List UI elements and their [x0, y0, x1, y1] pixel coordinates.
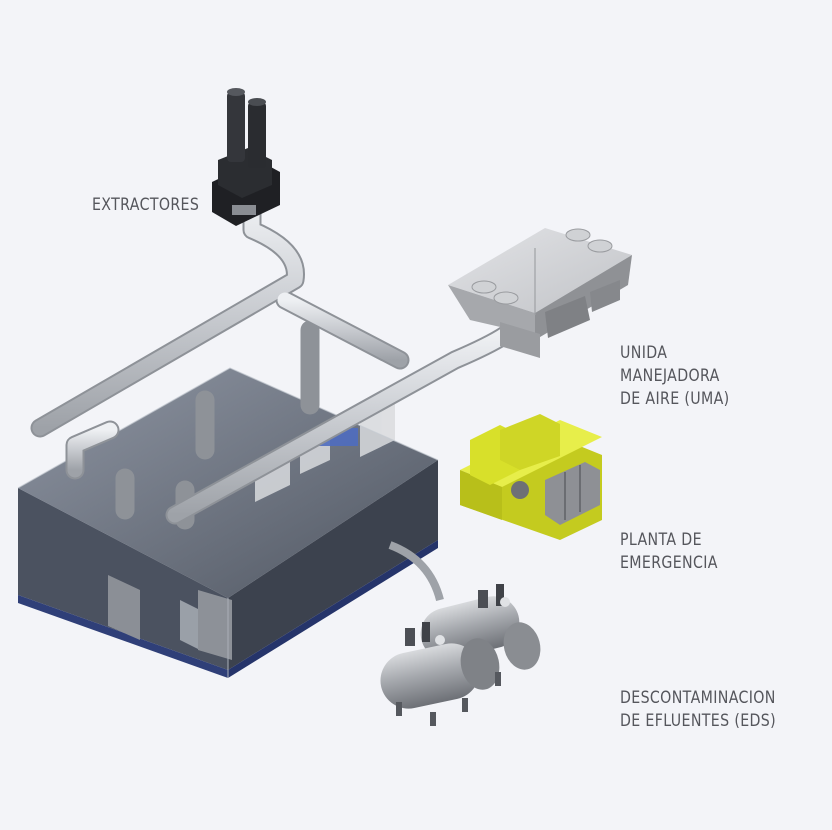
label-air-handler-line-1: UNIDA [620, 343, 668, 362]
label-generator: PLANTA DE EMERGENCIA [620, 528, 718, 574]
effluent-pipe [388, 541, 444, 602]
label-air-handler-line-3: DE AIRE (UMA) [620, 389, 730, 408]
label-extractors: EXTRACTORES [92, 193, 199, 216]
effluent-decontamination-system [380, 584, 541, 726]
label-effluent-line-1: DESCONTAMINACION [620, 688, 776, 707]
air-handler-unit [448, 228, 632, 358]
duct-network [30, 195, 515, 530]
extractors-unit [212, 88, 280, 226]
label-generator-line-2: EMERGENCIA [620, 553, 718, 572]
label-extractors-line-1: EXTRACTORES [92, 195, 200, 214]
label-air-handler: UNIDA MANEJADORA DE AIRE (UMA) [620, 341, 730, 410]
label-air-handler-line-2: MANEJADORA [620, 366, 720, 385]
label-effluent-line-2: DE EFLUENTES (EDS) [620, 711, 777, 730]
label-effluent: DESCONTAMINACION DE EFLUENTES (EDS) [620, 686, 776, 732]
label-generator-line-1: PLANTA DE [620, 530, 702, 549]
emergency-generator [460, 414, 602, 540]
